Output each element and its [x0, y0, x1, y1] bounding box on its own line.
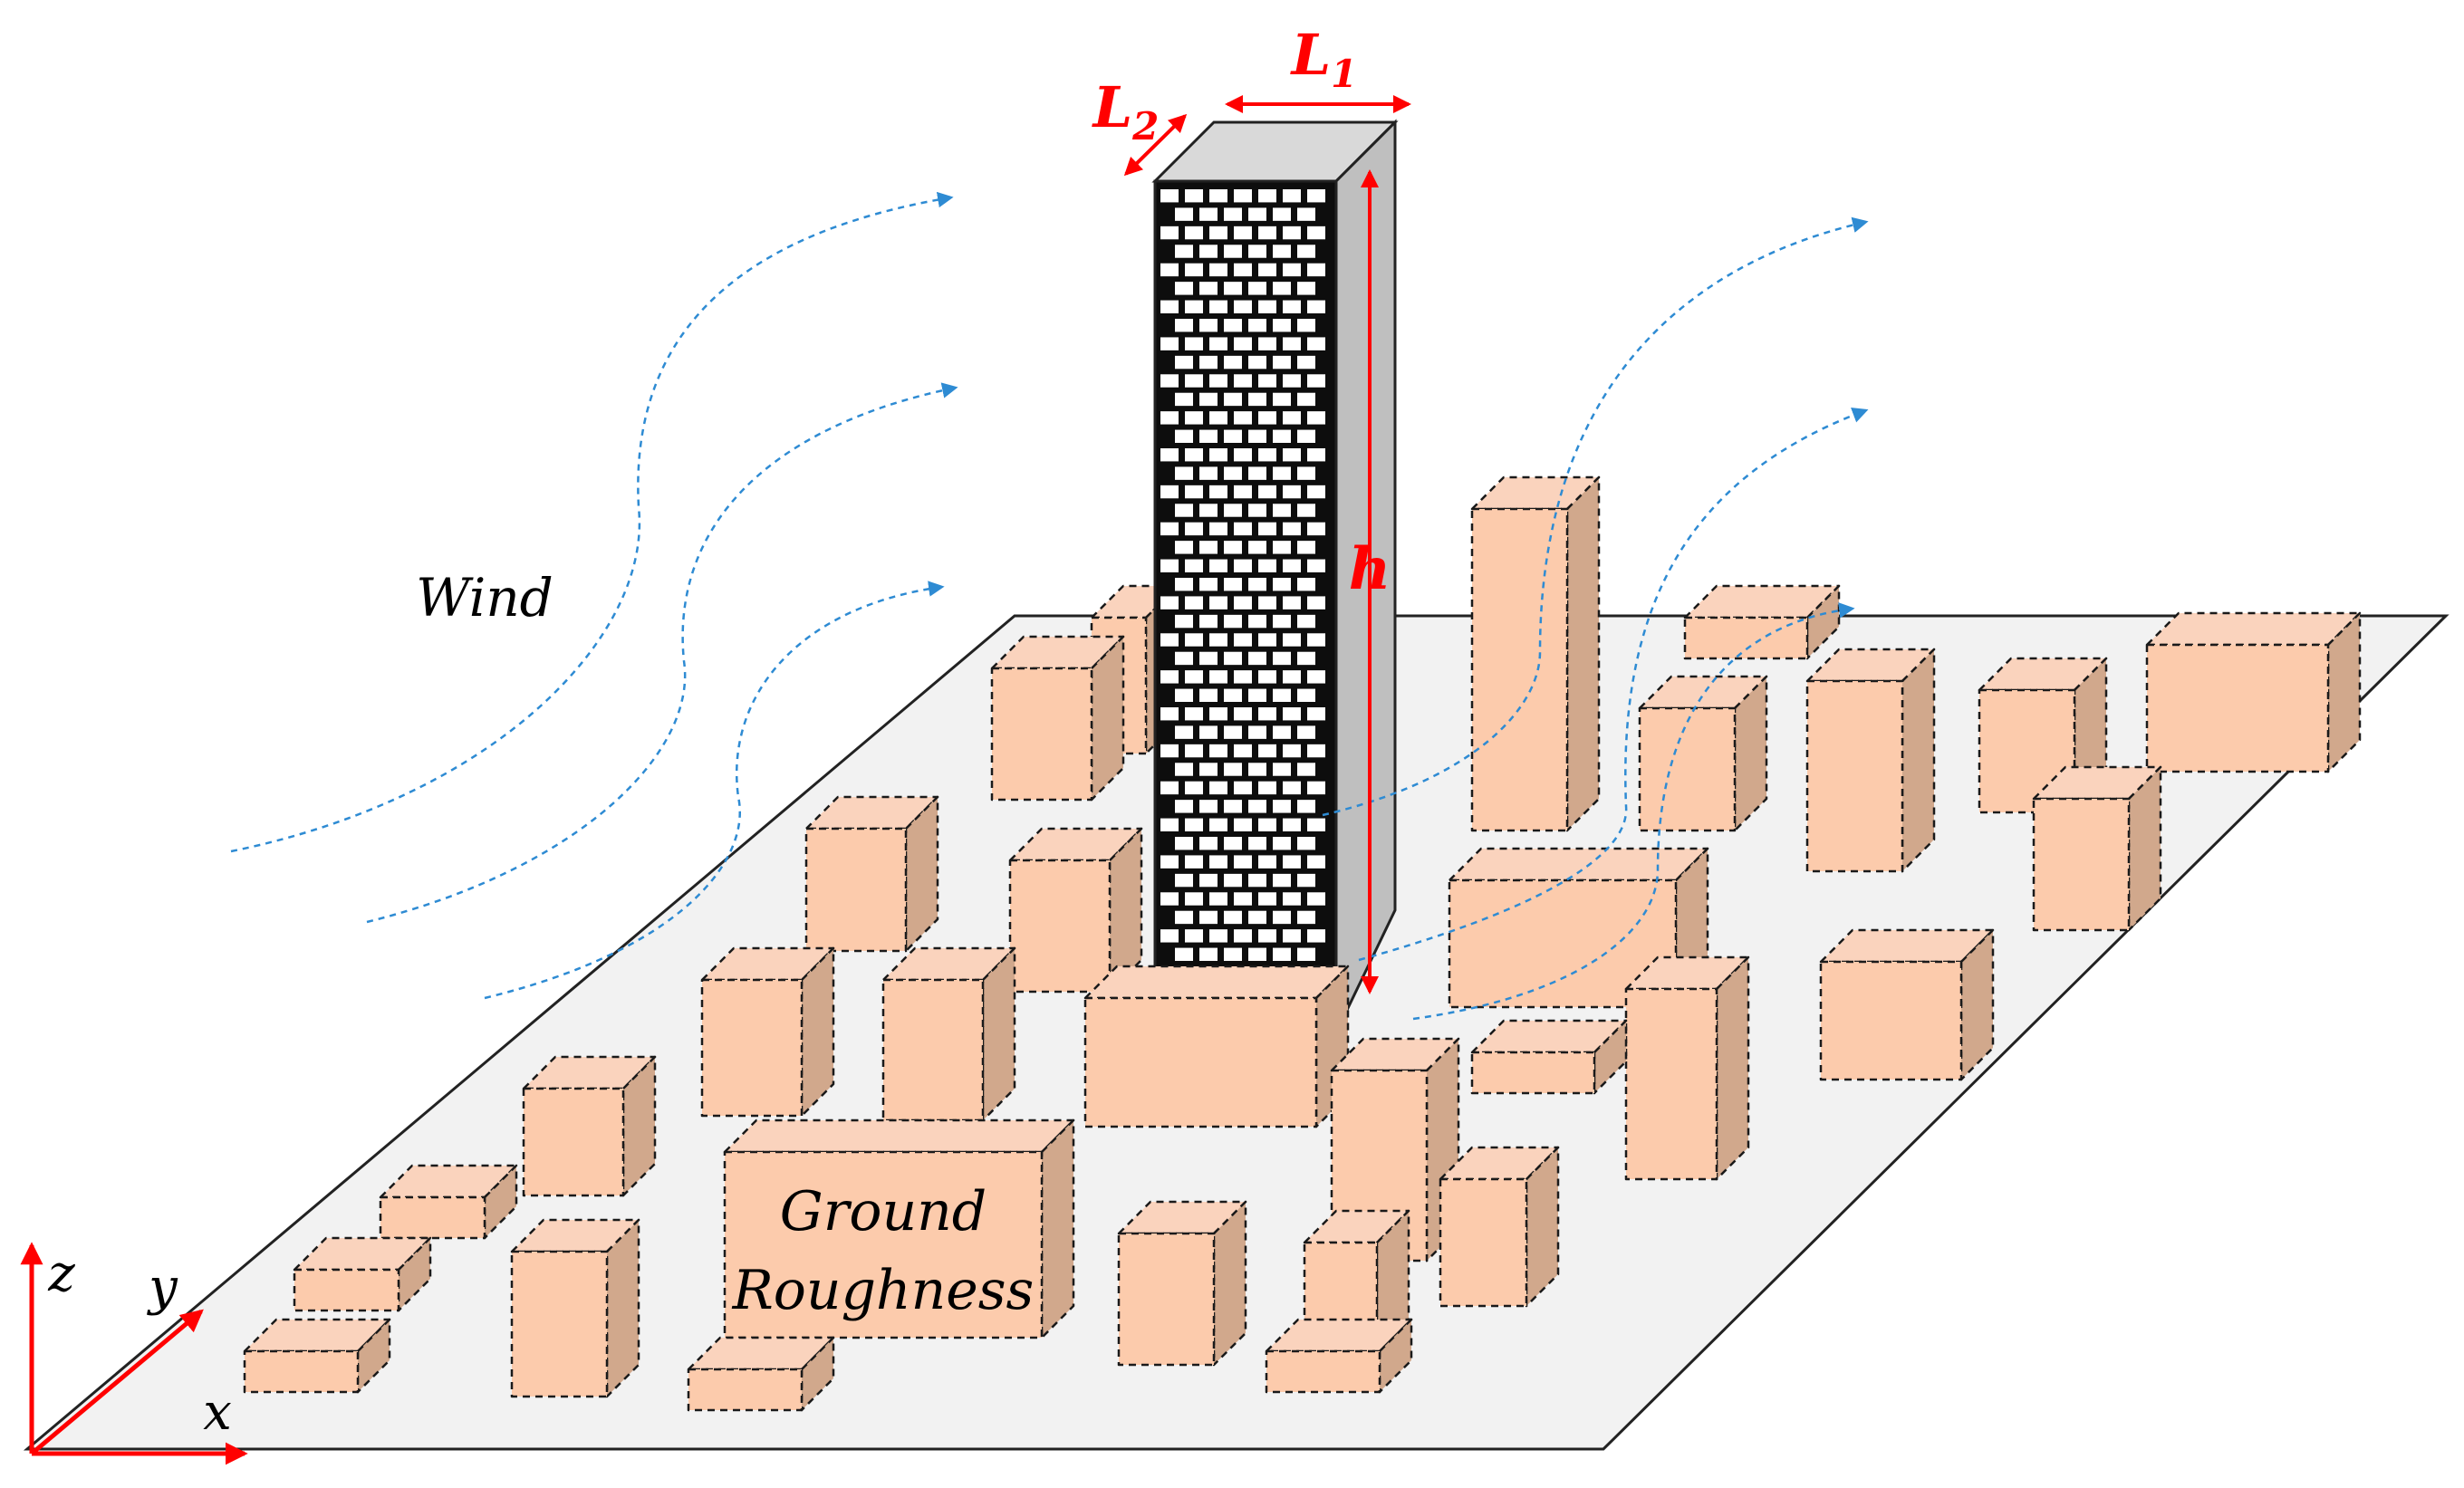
wind-label: Wind [416, 567, 553, 629]
ground-roughness-label-line2: Roughness [732, 1259, 1035, 1322]
dimension-l2-label: L2 [1092, 74, 1160, 149]
building-back-15 [804, 795, 939, 953]
building-back-9 [2145, 611, 2362, 773]
wind-streamline-3 [484, 581, 945, 1000]
building-front-9 [293, 1236, 432, 1312]
dimension-h-label: h [1349, 535, 1391, 603]
buildings-front-row [243, 965, 1560, 1412]
building-front-5 [1439, 1146, 1560, 1308]
building-back-6 [1638, 675, 1768, 832]
building-back-3 [990, 635, 1125, 802]
tower-front-face [1153, 179, 1338, 971]
building-back-14 [1470, 1019, 1628, 1095]
wind-streamlines [230, 191, 1869, 1021]
wind-streamline-6 [1412, 602, 1855, 1021]
building-front-11 [510, 1218, 640, 1398]
building-back-5 [1683, 584, 1841, 660]
building-front-13 [1265, 1318, 1413, 1394]
building-front-8 [379, 1164, 518, 1240]
building-back-12 [1819, 928, 1995, 1081]
building-back-7 [1805, 648, 1936, 873]
ground-roughness-label-line1: Ground [780, 1180, 987, 1243]
building-front-2 [723, 1118, 1075, 1339]
building-back-13 [1624, 955, 1750, 1181]
building-back-18 [881, 946, 1016, 1122]
dimension-l1-label: L1 [1290, 22, 1358, 96]
building-back-16 [1008, 827, 1143, 994]
wind-streamline-1 [230, 191, 954, 853]
building-front-10 [243, 1318, 391, 1394]
axis-y-arrow [30, 1309, 204, 1455]
wind-streamline-5 [1358, 407, 1869, 962]
tower-windows [1160, 189, 1325, 961]
building-front-1 [1083, 965, 1350, 1128]
building-back-10 [2032, 765, 2162, 932]
building-front-12 [687, 1336, 835, 1412]
coordinate-axes: z y x [20, 1242, 248, 1465]
axis-x-label: x [203, 1383, 232, 1442]
axis-z-label: z [47, 1244, 75, 1303]
high-rise-tower [1151, 119, 1399, 1033]
building-front-6 [1117, 1200, 1247, 1367]
building-back-17 [700, 946, 835, 1118]
building-front-3 [522, 1055, 657, 1197]
wind-streamline-2 [366, 382, 958, 924]
dimension-l2-arrow [1123, 113, 1188, 177]
building-back-4 [1470, 475, 1601, 832]
axis-y-label: y [146, 1258, 178, 1317]
